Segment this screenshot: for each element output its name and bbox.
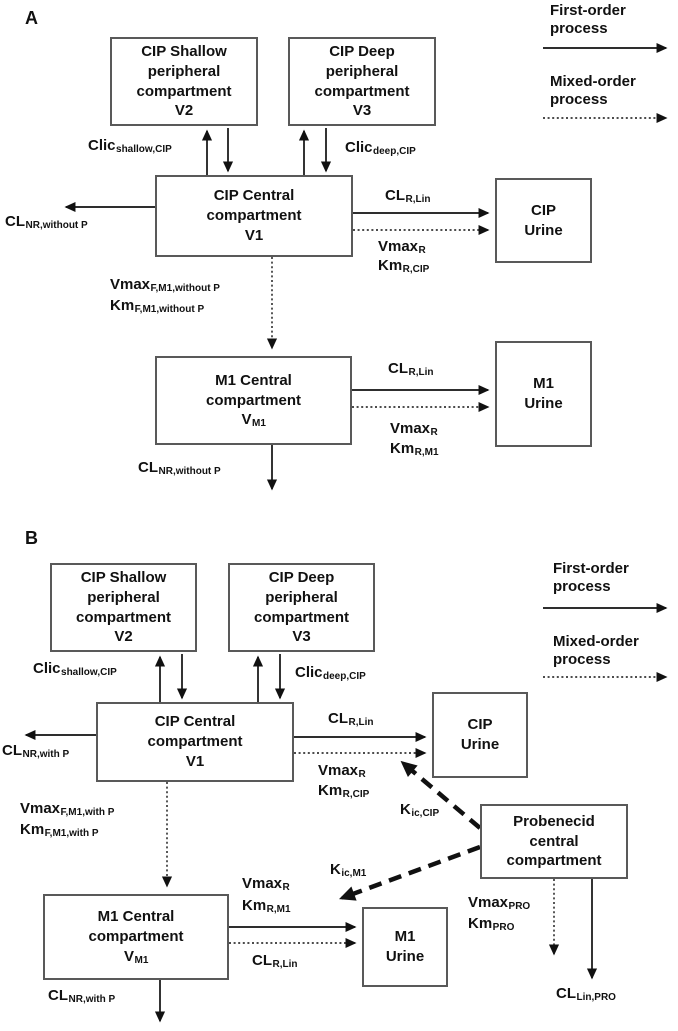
label-b-k-ic-cip: Kic,CIP [400, 801, 440, 819]
label-b-clic-shallow: Clicshallow,CIP [33, 660, 117, 678]
label-b-cl-nr-m1: CLNR,with P [48, 987, 116, 1005]
legend-b-first-order-label: First-order process [553, 560, 629, 596]
label-b-vmax-r-cip: VmaxR [318, 762, 366, 780]
box-b-m1-urine: M1 Urine [362, 907, 448, 987]
box-b-cip-central: CIP Central compartment V1 [96, 702, 294, 782]
panel-a-letter: A [25, 8, 38, 28]
label-a-clic-deep: Clicdeep,CIP [345, 139, 416, 157]
label-b-cl-nr-cip: CLNR,with P [2, 742, 70, 760]
label-a-vmax-r-cip: VmaxR [378, 238, 426, 256]
arrow-b-inhibition-cip [400, 760, 482, 830]
box-a-cip-central: CIP Central compartment V1 [155, 175, 353, 257]
label-b-vmax-f-m1: VmaxF,M1,with P [20, 800, 115, 818]
legend-a-mixed-order-label: Mixed-order process [550, 73, 636, 109]
label-b-k-ic-m1: Kic,M1 [330, 861, 367, 879]
box-b-cip-shallow: CIP Shallow peripheral compartment V2 [50, 563, 197, 652]
legend-b-mixed-order-label: Mixed-order process [553, 633, 639, 669]
label-b-km-r-m1: KmR,M1 [242, 897, 291, 915]
label-b-cl-lin-pro: CLLin,PRO [556, 985, 616, 1003]
label-a-clic-shallow: Clicshallow,CIP [88, 137, 172, 155]
label-a-vmax-f-m1: VmaxF,M1,without P [110, 276, 220, 294]
box-b-cip-urine: CIP Urine [432, 692, 528, 778]
label-b-clic-deep: Clicdeep,CIP [295, 664, 366, 682]
box-a-m1-central: M1 Central compartment VM1 [155, 356, 352, 445]
label-b-km-r-cip: KmR,CIP [318, 782, 370, 800]
arrow-b-inhibition-m1 [338, 844, 481, 901]
label-b-vmax-pro: VmaxPRO [468, 894, 531, 912]
box-a-cip-deep: CIP Deep peripheral compartment V3 [288, 37, 436, 126]
label-a-cl-nr-cip: CLNR,without P [5, 213, 88, 231]
box-b-m1-central: M1 Central compartment VM1 [43, 894, 229, 980]
legend-a-first-order-label: First-order process [550, 2, 626, 38]
label-a-km-f-m1: KmF,M1,without P [110, 297, 205, 315]
box-a-cip-shallow: CIP Shallow peripheral compartment V2 [110, 37, 258, 126]
label-a-cl-nr-m1: CLNR,without P [138, 459, 221, 477]
panel-b-letter: B [25, 528, 38, 548]
label-b-vmax-r-m1: VmaxR [242, 875, 290, 893]
label-b-cl-r-lin-cip: CLR,Lin [328, 710, 374, 728]
box-a-cip-urine: CIP Urine [495, 178, 592, 263]
box-b-cip-deep: CIP Deep peripheral compartment V3 [228, 563, 375, 652]
label-b-cl-r-lin-m1: CLR,Lin [252, 952, 298, 970]
label-a-cl-r-lin-m1: CLR,Lin [388, 360, 434, 378]
label-b-km-pro: KmPRO [468, 915, 515, 933]
label-a-km-r-cip: KmR,CIP [378, 257, 430, 275]
box-b-probenecid: Probenecid central compartment [480, 804, 628, 879]
box-a-m1-urine: M1 Urine [495, 341, 592, 447]
label-b-km-f-m1: KmF,M1,with P [20, 821, 99, 839]
label-a-vmax-r-m1: VmaxR [390, 420, 438, 438]
label-a-cl-r-lin-cip: CLR,Lin [385, 187, 431, 205]
label-a-km-r-m1: KmR,M1 [390, 440, 439, 458]
